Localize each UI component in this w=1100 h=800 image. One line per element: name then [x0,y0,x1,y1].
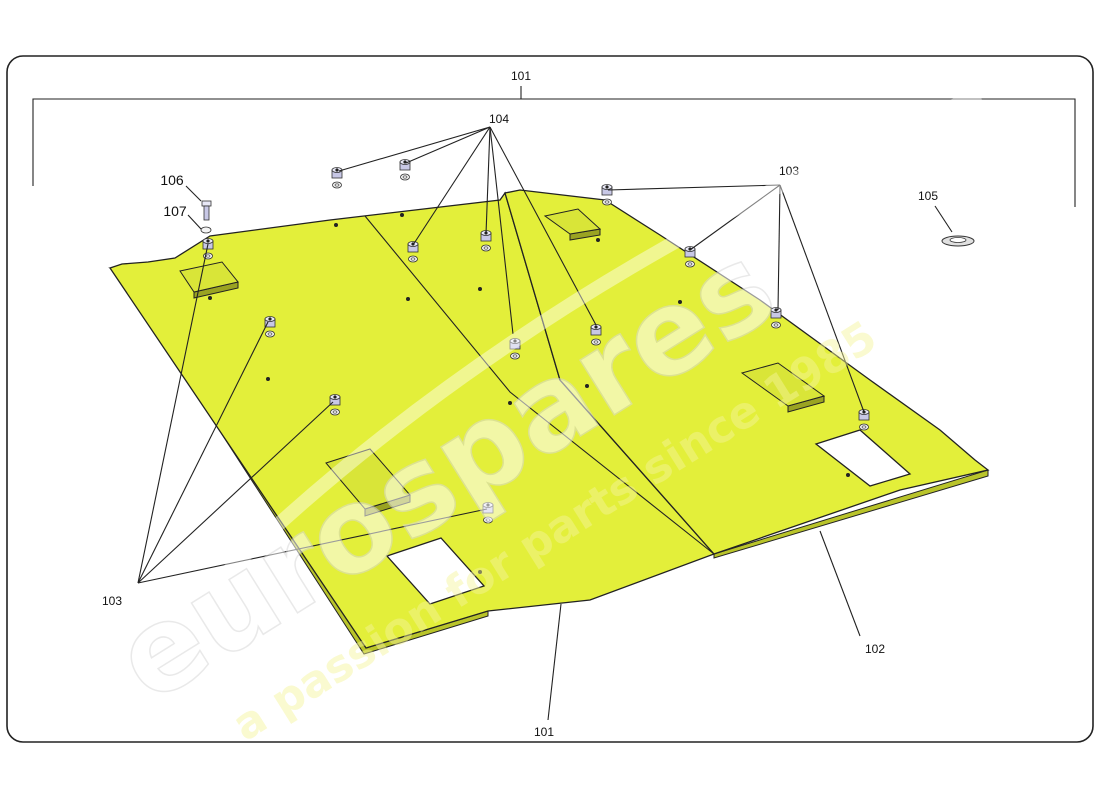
bushing-with-washer [399,159,411,181]
label-107: 107 [163,203,187,219]
panel-pad [740,362,826,413]
diagram-frame [6,55,1094,743]
panel-seam [364,215,715,555]
washer-107 [200,226,212,234]
bushing-with-washer [331,167,343,189]
rubber-bushings [202,159,870,524]
bushing-with-washer [202,238,214,260]
bushing-with-washer [601,184,613,206]
bushing-with-washer [858,409,870,431]
leader-lines [137,126,953,721]
label-104: 104 [489,112,509,126]
label-103-left: 103 [102,594,122,608]
bushing-with-washer [509,338,521,360]
panel-pad [325,448,411,517]
bolt-106 [201,200,212,221]
panel-cutout-right [814,429,912,487]
bushing-with-washer [770,307,782,329]
bushing-with-washer [482,502,494,524]
label-103-right: 103 [779,164,799,178]
label-101-bottom: 101 [534,725,554,739]
label-105: 105 [918,189,938,203]
panel-cutout-left [385,537,486,605]
floor-panel-assembly [108,189,990,655]
callout-labels: 101 104 103 105 106 107 103 102 101 [102,69,938,739]
bushing-with-washer [264,316,276,338]
label-101-top: 101 [511,69,531,83]
panel-pad [543,208,602,241]
panel-pad [179,261,239,299]
label-102: 102 [865,642,885,656]
floor-panel-101 [108,191,716,649]
bushing-with-washer [329,394,341,416]
assembly-bracket-101 [32,86,1076,207]
label-106: 106 [160,172,184,188]
washer-105 [941,235,975,247]
panel-holes [208,213,850,574]
